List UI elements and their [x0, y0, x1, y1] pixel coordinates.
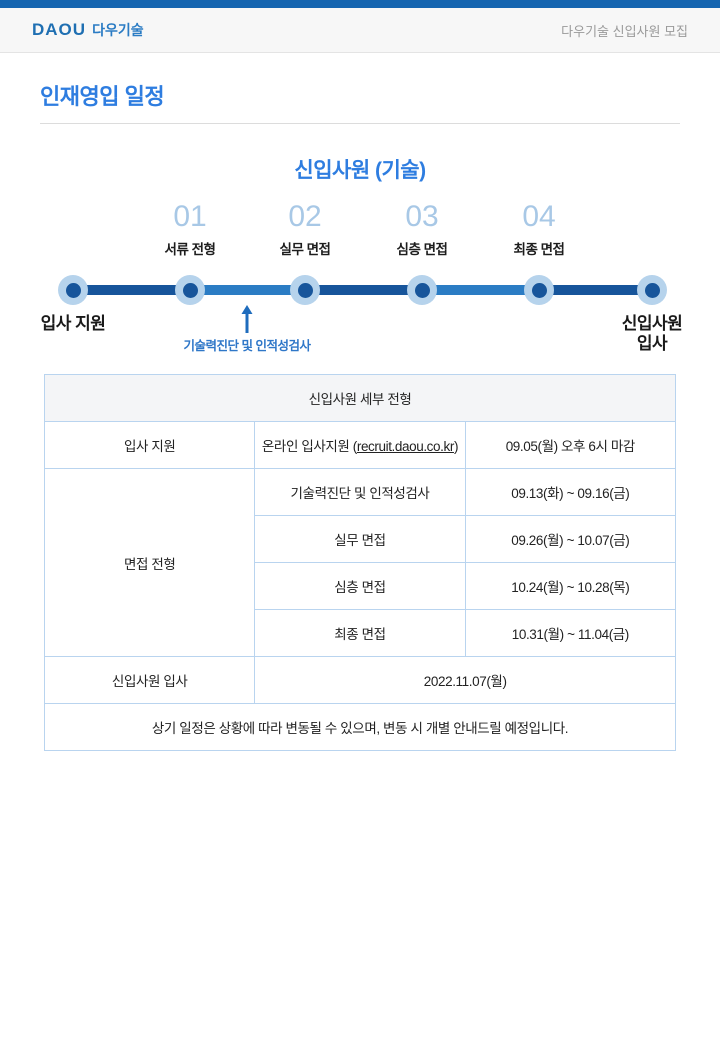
logo-wordmark: DAOU [32, 20, 87, 39]
table-header-row: 신입사원 세부 전형 [44, 374, 676, 422]
timeline-segment-1 [73, 285, 190, 295]
row-category-apply: 입사 지원 [43, 421, 256, 469]
logo-korean-name: 다우기술 [92, 22, 144, 38]
step-number: 03 [405, 200, 439, 233]
arrow-up-icon [241, 305, 253, 333]
row-name-practical-interview: 실무 면접 [254, 515, 466, 563]
row-name-tech-assessment: 기술력진단 및 인적성검사 [254, 468, 466, 516]
schedule-table-wrap: 신입사원 세부 전형 입사 지원 온라인 입사지원 (recruit.daou.… [43, 374, 677, 751]
apply-text-prefix: 온라인 입사지원 ( [261, 439, 357, 454]
timeline-segment-4 [422, 285, 539, 295]
table-row: 심층 면접 10.24(월) ~ 10.28(목) [45, 562, 677, 610]
page-title-block: 인재영입 일정 [40, 79, 680, 124]
daou-logo[interactable]: DAOU 다우기술 [32, 20, 144, 40]
step-label: 최종 면접 [513, 242, 565, 257]
timeline-dot-4 [524, 275, 554, 305]
timeline-step-1: 01 서류 전형 [125, 202, 255, 258]
table-row: 면접 전형 기술력진단 및 인적성검사 09.13(화) ~ 09.16(금) [43, 468, 677, 657]
table-footer-row: 상기 일정은 상황에 따라 변동될 수 있으며, 변동 시 개별 안내드릴 예정… [44, 703, 676, 751]
timeline-end-label-line2: 입사 [636, 333, 668, 353]
row-name-deep-interview: 심층 면접 [254, 562, 466, 610]
step-label: 심층 면접 [396, 242, 448, 257]
step-number: 02 [288, 200, 322, 233]
step-label: 실무 면접 [279, 242, 331, 257]
row-category-onboarding: 신입사원 입사 [43, 656, 256, 704]
timeline-segment-3 [305, 285, 422, 295]
timeline-segment-2 [190, 285, 305, 295]
row-name-online-apply: 온라인 입사지원 (recruit.daou.co.kr) [254, 421, 466, 469]
timeline-annotation-arrow-icon [241, 305, 253, 338]
timeline-end-label-line1: 신입사원 [621, 314, 683, 333]
row-date-practical-interview: 09.26(월) ~ 10.07(금) [464, 515, 677, 563]
table-row: 실무 면접 09.26(월) ~ 10.07(금) [45, 515, 677, 563]
timeline-dot-start [58, 275, 88, 305]
step-label: 서류 전형 [164, 242, 216, 257]
timeline-step-4: 04 최종 면접 [474, 202, 604, 258]
row-date-tech-assessment: 09.13(화) ~ 09.16(금) [464, 468, 677, 516]
section-title: 신입사원 (기술) [294, 159, 426, 182]
timeline-dot-1 [175, 275, 205, 305]
apply-text-suffix: ) [453, 439, 459, 454]
table-row: 신입사원 입사 2022.11.07(월) [43, 656, 676, 704]
timeline-annotation-text: 기술력진단 및 인적성검사 [183, 339, 311, 353]
row-category-interview: 면접 전형 [43, 468, 256, 657]
timeline-start-label: 입사 지원 [40, 314, 106, 333]
row-date-deep-interview: 10.24(월) ~ 10.28(목) [464, 562, 677, 610]
timeline-dot-2 [290, 275, 320, 305]
timeline-track [0, 275, 720, 305]
schedule-table: 신입사원 세부 전형 입사 지원 온라인 입사지원 (recruit.daou.… [43, 374, 677, 751]
schedule-footer-note: 상기 일정은 상황에 따라 변동될 수 있으며, 변동 시 개별 안내드릴 예정… [44, 703, 676, 751]
table-row: 입사 지원 온라인 입사지원 (recruit.daou.co.kr) 09.0… [43, 421, 677, 469]
row-date-apply: 09.05(월) 오후 6시 마감 [464, 421, 677, 469]
timeline-end-label: 신입사원 입사 [577, 314, 720, 353]
row-name-final-interview: 최종 면접 [254, 609, 466, 657]
timeline-step-3: 03 심층 면접 [357, 202, 487, 258]
step-number: 01 [173, 200, 207, 233]
timeline-step-2: 02 실무 면접 [240, 202, 370, 258]
recruitment-timeline: 01 서류 전형 02 실무 면접 03 심층 면접 04 최종 면접 입사 지… [0, 202, 720, 354]
timeline-dot-end [637, 275, 667, 305]
title-divider [40, 123, 680, 124]
table-row: 최종 면접 10.31(월) ~ 11.04(금) [45, 609, 677, 657]
schedule-table-title: 신입사원 세부 전형 [44, 374, 676, 422]
timeline-dot-3 [407, 275, 437, 305]
site-header: DAOU 다우기술 다우기술 신입사원 모집 [0, 8, 720, 53]
recruit-site-link[interactable]: recruit.daou.co.kr [356, 439, 455, 454]
step-number: 04 [522, 200, 556, 233]
row-date-final-interview: 10.31(월) ~ 11.04(금) [464, 609, 677, 657]
top-accent-bar [0, 0, 720, 8]
header-subtitle: 다우기술 신입사원 모집 [561, 23, 688, 39]
row-date-onboarding: 2022.11.07(월) [254, 656, 676, 704]
page-title: 인재영입 일정 [40, 84, 165, 109]
timeline-segment-5 [539, 285, 652, 295]
